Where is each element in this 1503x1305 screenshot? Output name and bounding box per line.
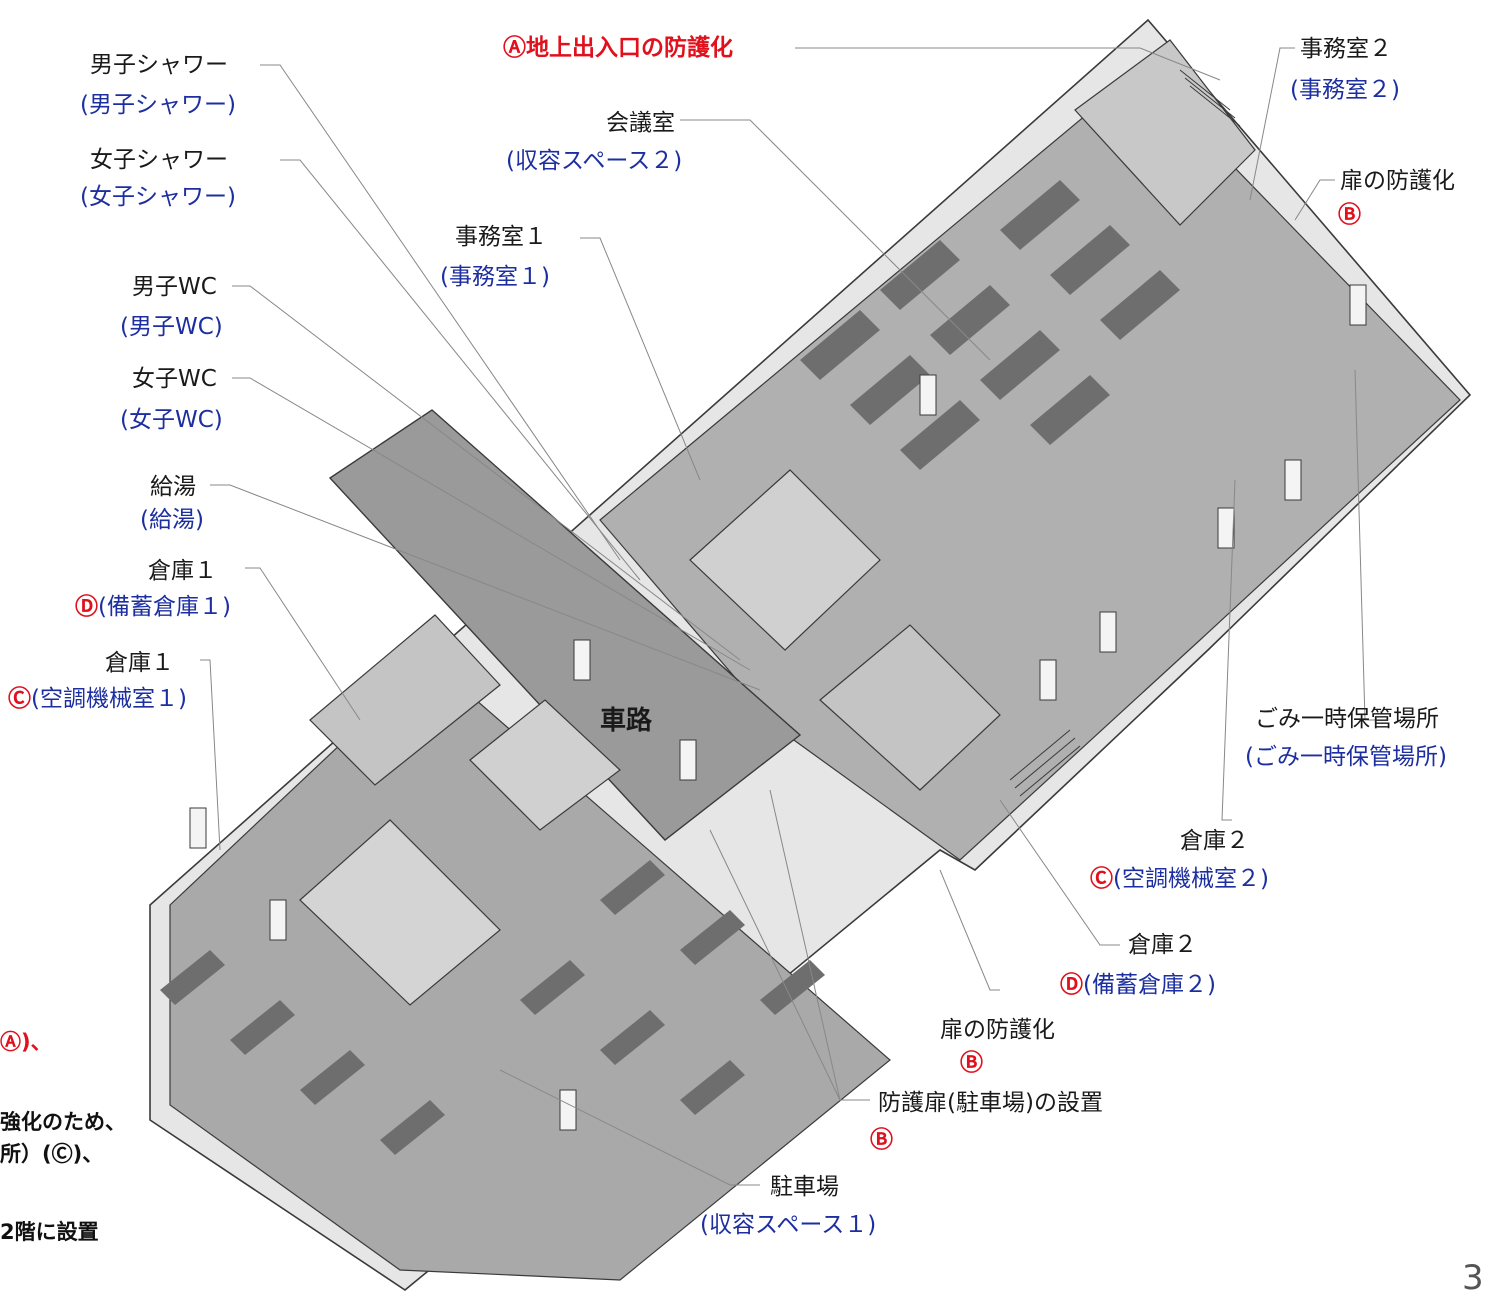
parking-seats xyxy=(160,860,825,1155)
circle-d-1: Ⓓ xyxy=(75,594,98,620)
label-parking: 駐車場 xyxy=(770,1174,839,1200)
label-female-shower: 女子シャワー xyxy=(90,147,228,173)
circle-b-bottom: Ⓑ xyxy=(960,1050,983,1076)
circle-d-2: Ⓓ xyxy=(1060,972,1083,998)
note-line-3: 所）(Ⓒ)、 xyxy=(0,1142,104,1166)
label-office2: 事務室２ xyxy=(1300,36,1392,62)
label-male-shower-sub: (男子シャワー) xyxy=(80,92,236,118)
label-storage2-c-sub: Ⓒ(空調機械室２) xyxy=(1090,866,1269,892)
label-door-protect-top: 扉の防護化 xyxy=(1340,168,1455,194)
core-room-wc xyxy=(469,699,621,831)
label-office1-sub: (事務室１) xyxy=(440,264,550,290)
label-door-protect-bottom: 扉の防護化 xyxy=(940,1017,1055,1043)
label-male-wc: 男子WC xyxy=(132,274,217,300)
label-kyuto: 給湯 xyxy=(150,474,196,500)
label-storage1-d-sub: Ⓓ(備蓄倉庫１) xyxy=(75,594,231,620)
label-female-shower-sub: (女子シャワー) xyxy=(80,184,236,210)
label-storage1-c-sub: Ⓒ(空調機械室１) xyxy=(8,686,187,712)
label-kyuto-sub: (給湯) xyxy=(140,507,204,533)
label-female-wc-sub: (女子WC) xyxy=(120,407,223,433)
label-parking-sub: (収容スペース１) xyxy=(700,1212,877,1238)
shower-room xyxy=(299,819,501,1006)
circle-b-top: Ⓑ xyxy=(1338,202,1361,228)
note-line-2: 強化のため、 xyxy=(0,1110,126,1134)
label-storage1-c: 倉庫１ xyxy=(105,650,174,676)
label-garbage-sub: (ごみ一時保管場所) xyxy=(1245,744,1447,770)
label-office1: 事務室１ xyxy=(455,224,547,250)
label-office2-sub: (事務室２) xyxy=(1290,77,1400,103)
note-line-1: Ⓐ)、 xyxy=(0,1030,52,1054)
label-meeting-room-sub: (収容スペース２) xyxy=(506,148,683,174)
core-room-stair xyxy=(689,469,881,651)
storage-right-room xyxy=(819,624,1001,791)
label-storage2-c: 倉庫２ xyxy=(1180,828,1249,854)
stairs xyxy=(1009,69,1241,797)
office2-room xyxy=(1074,39,1256,226)
label-male-wc-sub: (男子WC) xyxy=(120,314,223,340)
pillars xyxy=(189,284,1367,1131)
label-storage2-d-sub: Ⓓ(備蓄倉庫２) xyxy=(1060,972,1216,998)
label-storage1-d: 倉庫１ xyxy=(148,558,217,584)
label-protect-door-parking: 防護扉(駐車場)の設置 xyxy=(878,1090,1103,1116)
label-top-entrance: Ⓐ地上出入口の防護化 xyxy=(503,35,733,61)
label-storage2-d: 倉庫２ xyxy=(1128,932,1197,958)
circle-c-2: Ⓒ xyxy=(1090,866,1113,892)
label-roadway: 車路 xyxy=(600,706,653,736)
circle-b-parking: Ⓑ xyxy=(870,1127,893,1153)
label-male-shower: 男子シャワー xyxy=(90,52,228,78)
label-meeting-room: 会議室 xyxy=(606,110,675,136)
page-number: 3 xyxy=(1462,1258,1484,1298)
meeting-seats xyxy=(800,180,1180,470)
note-line-4: 2階に設置 xyxy=(0,1220,99,1244)
left-upper-room xyxy=(309,614,501,786)
circle-c-1: Ⓒ xyxy=(8,686,31,712)
leader-lines xyxy=(200,47,1380,1186)
label-garbage: ごみ一時保管場所 xyxy=(1255,706,1439,732)
label-female-wc: 女子WC xyxy=(132,366,217,392)
